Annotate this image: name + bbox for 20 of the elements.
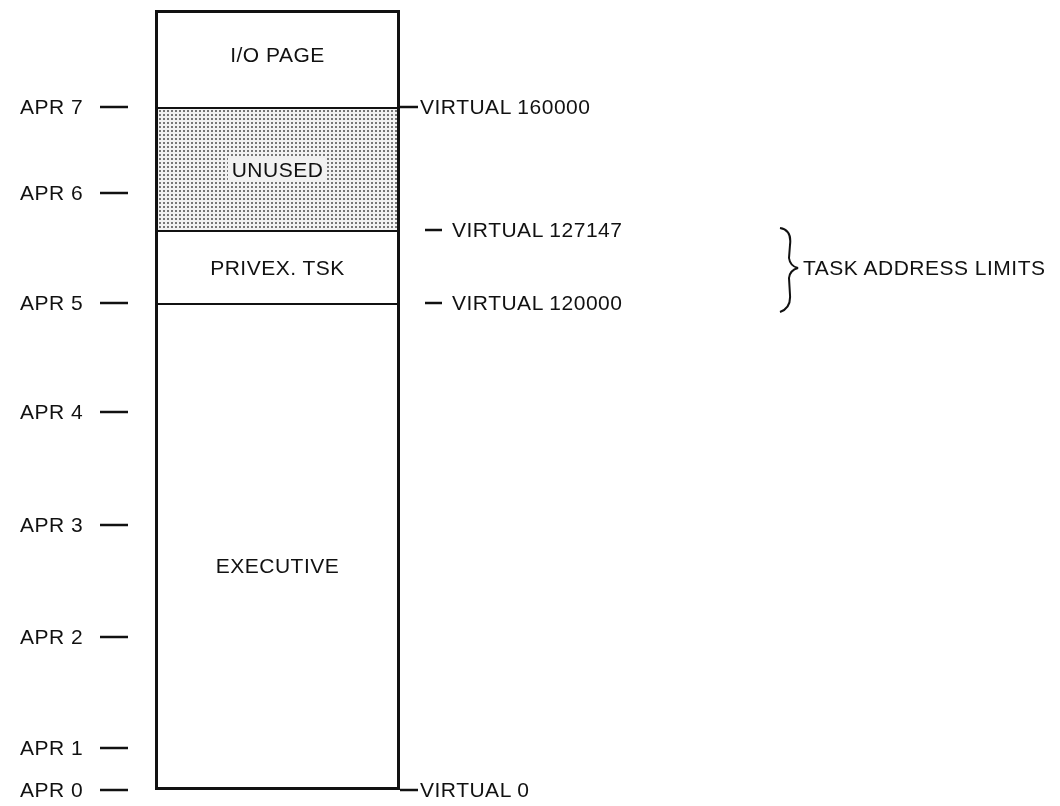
bracket-label: TASK ADDRESS LIMITS [803,256,1046,280]
register-label: APR 0 [20,778,84,802]
shaded-memory-region [155,107,400,230]
register-label: APR 4 [20,400,84,424]
register-label: APR 6 [20,181,84,205]
region-label: EXECUTIVE [215,554,340,578]
register-label: APR 3 [20,513,84,537]
address-label: VIRTUAL 120000 [452,291,623,315]
register-label: APR 2 [20,625,84,649]
region-label: PRIVEX. TSK [210,255,345,280]
region-label: UNUSED [227,157,328,182]
address-label: VIRTUAL 127147 [452,218,623,242]
memory-region [155,303,400,790]
register-label: APR 5 [20,291,84,315]
address-label: VIRTUAL 0 [420,778,530,802]
address-label: VIRTUAL 160000 [420,95,591,119]
memory-region [155,230,400,303]
region-label: I/O PAGE [230,43,325,67]
register-label: APR 1 [20,736,84,760]
register-label: APR 7 [20,95,84,119]
